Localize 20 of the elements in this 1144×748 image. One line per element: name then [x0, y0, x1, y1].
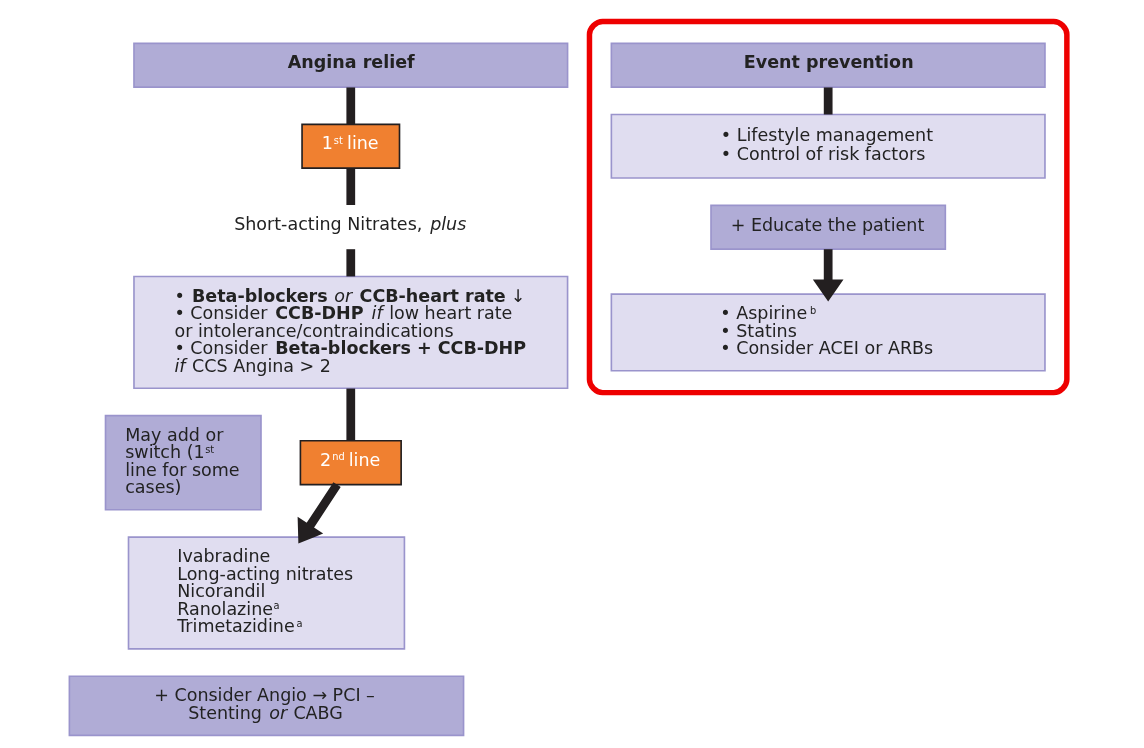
node-box: 1$^{st}$ line	[300, 123, 400, 169]
node-box: 2$^{nd}$ line	[299, 439, 402, 486]
cluster	[586, 18, 1070, 396]
node-box: + Consider Angio → PCI – Stenting or CABG	[68, 675, 464, 737]
arrow	[297, 482, 341, 544]
node-box: Ivabradine Long-acting nitrates Nicorandil Ranolazine$^{a}$ Trimetazidine$^{a}$	[127, 536, 405, 650]
node-box: • Beta-blockers or CCB-heart rate ↓ • Consider CCB-DHP if low heart rate or intolerance/contraindications • Consider Beta-blockers + CCB-DHP if CCS Angina > 2	[132, 275, 568, 390]
connector	[345, 87, 355, 124]
node-box: + Educate the patient	[709, 204, 946, 250]
node-box: May add or switch (1$^{st}$ line for some cases)	[104, 414, 262, 511]
node-box: • Aspirine$^{b}$ • Statins • Consider ACEI or ARBs	[610, 293, 1046, 372]
connector	[345, 388, 355, 441]
connector	[823, 87, 833, 115]
node-box: • Lifestyle management • Control of risk factors	[610, 113, 1046, 179]
arrow	[812, 249, 843, 302]
node-box: Angina relief	[132, 42, 568, 88]
connector	[345, 168, 355, 205]
connector	[345, 249, 355, 277]
node-box: Event prevention	[610, 42, 1046, 88]
node-text: Short-acting Nitrates, plus	[233, 214, 466, 235]
